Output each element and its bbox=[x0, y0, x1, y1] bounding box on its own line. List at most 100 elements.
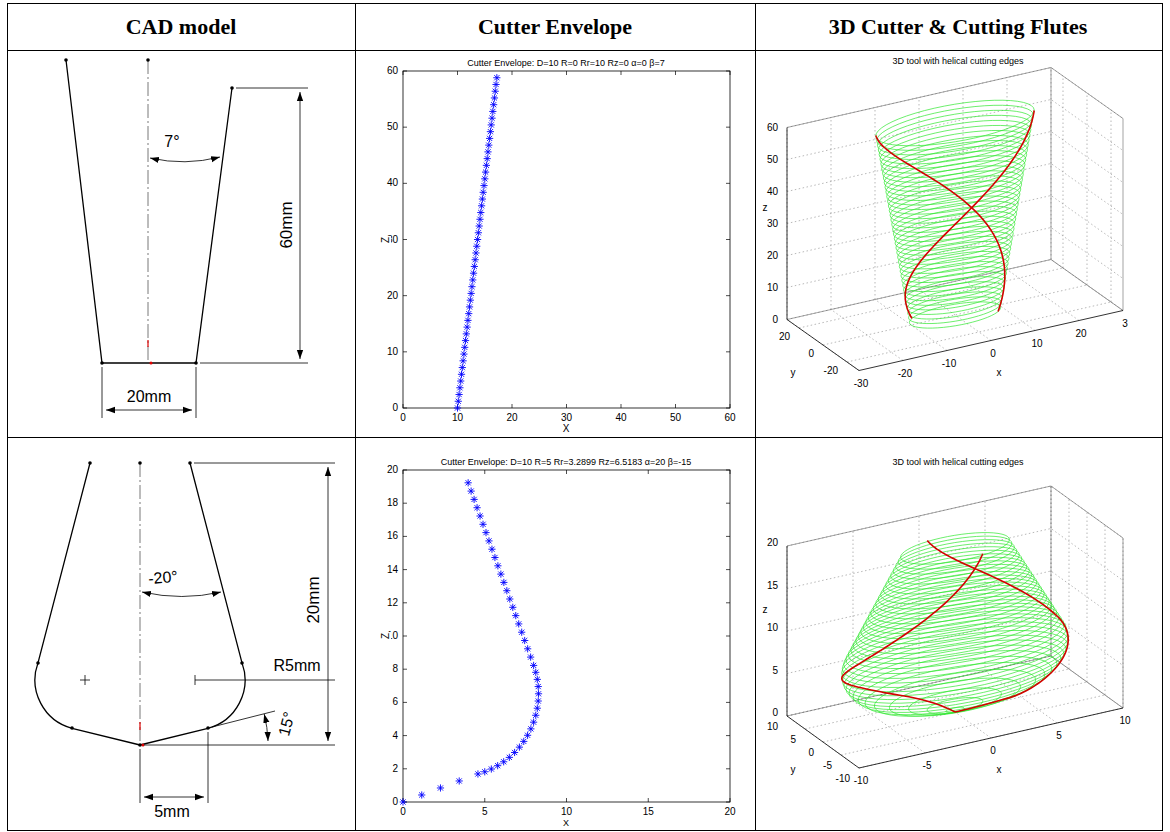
envelope-point bbox=[527, 654, 534, 661]
extension-line bbox=[140, 749, 141, 803]
axis-tick bbox=[403, 536, 407, 537]
tick-label: 40 bbox=[766, 187, 779, 197]
tick-label: 0 bbox=[989, 349, 997, 359]
envelope-point bbox=[466, 303, 473, 310]
envelope-point bbox=[464, 324, 471, 331]
column-header: CAD model bbox=[125, 16, 238, 38]
vertex-dot bbox=[70, 726, 74, 730]
axis-tick bbox=[726, 602, 730, 603]
dimension-line bbox=[144, 797, 204, 798]
envelope-point bbox=[493, 74, 500, 81]
axis-tick bbox=[484, 470, 485, 474]
axis-tick bbox=[403, 470, 407, 471]
column-header: Cutter Envelope bbox=[477, 16, 633, 38]
envelope-point bbox=[470, 270, 477, 277]
envelope-point bbox=[475, 229, 482, 236]
angle-arc bbox=[142, 592, 221, 597]
envelope-point bbox=[456, 391, 463, 398]
envelope-point bbox=[477, 209, 484, 216]
grid-line bbox=[787, 228, 1123, 288]
tick-label: 6 bbox=[391, 697, 399, 707]
3d-axes bbox=[787, 68, 1123, 371]
envelope-point bbox=[468, 290, 475, 297]
envelope-point bbox=[503, 587, 510, 594]
envelope-point bbox=[520, 738, 527, 745]
tick-label: 0 bbox=[399, 413, 407, 423]
box-edge bbox=[1051, 68, 1052, 260]
vertex-dot bbox=[64, 58, 68, 62]
tick-label: 20 bbox=[766, 251, 779, 261]
angle-arc bbox=[150, 157, 220, 162]
axis-tick bbox=[726, 470, 730, 471]
tick-label: 4 bbox=[391, 731, 399, 741]
dimension-line bbox=[106, 410, 192, 411]
tick-label: 20 bbox=[505, 413, 518, 423]
extension-line bbox=[236, 88, 308, 89]
axis-tick bbox=[730, 71, 731, 75]
center-line bbox=[140, 463, 141, 745]
sketch-mark bbox=[147, 340, 148, 347]
grid-line bbox=[1087, 512, 1088, 682]
envelope-point bbox=[483, 162, 490, 169]
tick-label: 50 bbox=[669, 413, 682, 423]
surface-ring bbox=[851, 603, 1059, 663]
cutting-edges bbox=[842, 541, 1068, 712]
envelope-point bbox=[478, 202, 485, 209]
surface-ring bbox=[846, 640, 1064, 703]
envelope-point bbox=[465, 479, 472, 486]
axis-tick bbox=[730, 404, 731, 408]
axis-tick bbox=[403, 470, 404, 474]
tick-label: 20 bbox=[386, 465, 399, 475]
envelope-point bbox=[494, 562, 501, 569]
axis-tick bbox=[730, 798, 731, 802]
envelope-point bbox=[532, 712, 539, 719]
tick-label: 20 bbox=[766, 538, 779, 548]
tick-label: 10 bbox=[451, 413, 464, 423]
axis-label: x bbox=[996, 765, 1003, 775]
angle-dimension: 7° bbox=[163, 134, 180, 150]
table-rule bbox=[755, 4, 756, 831]
axis-label: z bbox=[762, 605, 769, 615]
3d-axes bbox=[787, 486, 1123, 768]
axis-tick bbox=[648, 798, 649, 802]
tick-label: 5 bbox=[1055, 731, 1063, 741]
envelope-point bbox=[516, 744, 523, 751]
tick-label: 0 bbox=[391, 797, 399, 807]
envelope-point bbox=[506, 595, 513, 602]
tick-label: -20 bbox=[897, 369, 913, 379]
envelope-point bbox=[488, 765, 495, 772]
envelope-point bbox=[535, 690, 542, 697]
axis-tick bbox=[726, 536, 730, 537]
tick-label: 40 bbox=[614, 413, 627, 423]
tick-label: 50 bbox=[766, 155, 779, 165]
envelope-point bbox=[456, 777, 463, 784]
surface-ring bbox=[844, 614, 1067, 678]
envelope-point bbox=[472, 256, 479, 263]
envelope-point bbox=[460, 357, 467, 364]
grid-line bbox=[919, 98, 920, 290]
axis-tick bbox=[403, 71, 404, 75]
envelope-point bbox=[474, 770, 481, 777]
grid-line bbox=[1051, 68, 1052, 260]
axis-tick bbox=[403, 735, 407, 736]
tick-label: -5 bbox=[922, 761, 933, 771]
tick-label: -10 bbox=[941, 359, 957, 369]
tick-label: 10 bbox=[1118, 716, 1131, 726]
surface-ring bbox=[874, 670, 1035, 717]
table-rule bbox=[355, 4, 356, 831]
envelope-point bbox=[476, 222, 483, 229]
table-grid bbox=[8, 4, 1163, 831]
plot-title: 3D tool with helical cutting edges bbox=[891, 57, 1024, 66]
axis-tick bbox=[621, 404, 622, 408]
envelope-point bbox=[471, 263, 478, 270]
tick-label: 0 bbox=[807, 349, 815, 359]
cad-sketch bbox=[64, 58, 308, 418]
table-border bbox=[8, 4, 1163, 831]
envelope-point bbox=[473, 504, 480, 511]
angle-arc bbox=[264, 714, 268, 741]
envelope-point bbox=[535, 697, 542, 704]
vertex-dot bbox=[146, 58, 150, 62]
envelope-point bbox=[491, 94, 498, 101]
axis-tick bbox=[726, 636, 730, 637]
